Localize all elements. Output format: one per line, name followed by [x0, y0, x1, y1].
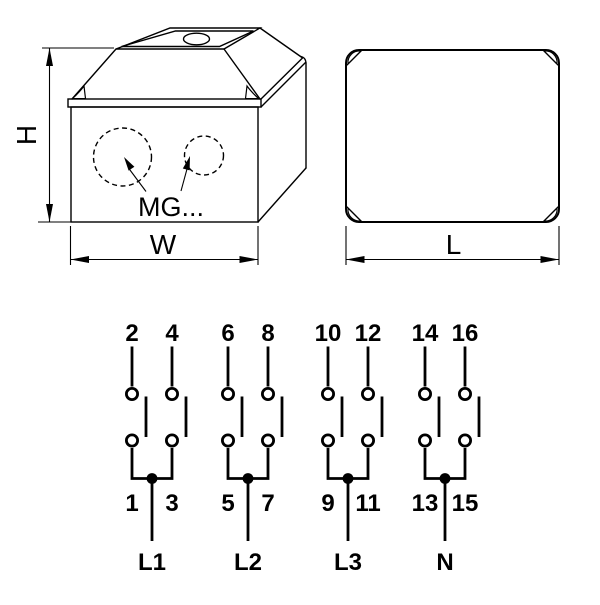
contact-circle-top	[417, 386, 432, 401]
height-arrowhead-bottom	[46, 204, 53, 222]
dimension-width: W	[69, 226, 259, 265]
contact-circle-top	[125, 386, 140, 401]
terminal-number-label: 16	[452, 320, 479, 347]
terminal-number-label: 7	[261, 490, 274, 517]
flange-corner-tip	[300, 55, 307, 63]
flange-band-top-3d	[260, 57, 304, 100]
front-view: MG... H W	[11, 27, 307, 265]
corner-detail-top-right	[542, 49, 559, 66]
body-bottom-back-edge	[257, 167, 307, 223]
terminal-number-label: 4	[165, 320, 179, 347]
terminal-number-label: 11	[355, 490, 380, 517]
gland-hole-large	[92, 127, 153, 187]
lid-top-hole	[182, 32, 211, 46]
top-view: L	[345, 49, 560, 265]
terminal-number-label: 13	[412, 490, 439, 517]
terminal-number-label: 14	[412, 320, 439, 347]
gland-leader-left-arrowhead	[124, 157, 135, 171]
length-arrowhead-left	[346, 256, 365, 263]
corner-arc-bottom-left	[347, 208, 361, 222]
body-front-face	[70, 106, 259, 223]
height-arrowhead-top	[46, 48, 53, 66]
contact-circle-top	[457, 386, 472, 401]
contact-circle-bottom	[417, 433, 432, 448]
phase-label: N	[436, 549, 453, 576]
corner-detail-bottom-left	[346, 206, 363, 223]
length-arrowhead-right	[540, 256, 559, 263]
length-dimension-label: L	[446, 229, 462, 260]
corner-arc-top-left	[347, 50, 361, 64]
gland-leader-right	[180, 168, 188, 192]
contact-circle-bottom	[125, 433, 140, 448]
width-arrowhead-left	[70, 256, 89, 263]
contact-circle-top	[360, 386, 375, 401]
corner-detail-top-left	[346, 49, 363, 66]
terminal-number-label: 9	[321, 490, 334, 517]
flange-band-bottom-3d	[260, 61, 307, 108]
lid-top-plate-inner	[121, 30, 254, 48]
contact-circle-top	[164, 386, 179, 401]
contact-circle-top	[320, 386, 335, 401]
contact-circle-bottom	[360, 433, 375, 448]
terminal-number-label: 8	[261, 320, 274, 347]
terminal-number-label: 3	[165, 490, 178, 517]
gland-leader-right-arrowhead	[182, 156, 190, 171]
terminal-number-label: 1	[125, 490, 138, 517]
phase-label: L2	[234, 549, 262, 576]
corner-wedge-right	[244, 84, 260, 100]
width-dimension-label: W	[150, 229, 177, 260]
terminal-number-label: 15	[452, 490, 479, 517]
contact-circle-bottom	[320, 433, 335, 448]
terminal-number-label: 6	[221, 320, 234, 347]
lid-slope-left-edge	[71, 48, 117, 100]
terminal-number-label: 12	[355, 320, 382, 347]
terminal-number-label: 5	[221, 490, 234, 517]
contact-circle-top	[260, 386, 275, 401]
corner-arc-bottom-right	[544, 208, 558, 222]
contact-circle-bottom	[220, 433, 235, 448]
gland-hole-small	[183, 135, 225, 176]
contact-circle-bottom	[260, 433, 275, 448]
contact-circle-bottom	[457, 433, 472, 448]
corner-detail-bottom-right	[542, 206, 559, 223]
lid-slope-right-edge	[223, 48, 261, 100]
lid-slope-back-ridge	[259, 27, 303, 59]
phase-label: L3	[334, 549, 362, 576]
corner-wedge-left	[71, 84, 87, 100]
contact-circle-top	[220, 386, 235, 401]
terminal-number-label: 10	[315, 320, 342, 347]
dimension-height: H	[11, 47, 114, 223]
phase-label: L1	[138, 549, 166, 576]
top-view-outline	[345, 49, 560, 223]
height-dimension-label: H	[11, 125, 42, 145]
gland-leader-left	[128, 167, 147, 192]
gland-label: MG...	[138, 192, 204, 222]
contact-circle-bottom	[164, 433, 179, 448]
corner-arc-top-right	[544, 50, 558, 64]
terminal-number-label: 2	[125, 320, 138, 347]
dimension-length: L	[345, 226, 560, 265]
width-arrowhead-right	[239, 256, 258, 263]
